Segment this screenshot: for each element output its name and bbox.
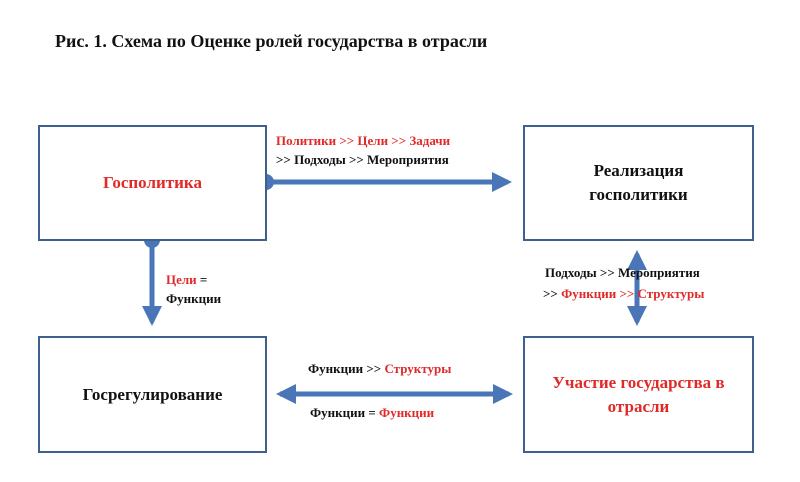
figure-title: Рис. 1. Схема по Оценке ролей государств…	[55, 31, 488, 51]
label-bottom-line1: Функции >> Структуры	[308, 359, 451, 378]
label-right-prefix: >>	[543, 286, 562, 301]
label-bottom-line2: Функции = Функции	[310, 403, 434, 422]
label-left-eq: =	[196, 272, 208, 287]
label-right-line1: Подходы >> Мероприятия	[545, 265, 700, 280]
label-top-line2: >> Подходы >> Мероприятия	[276, 152, 449, 167]
label-top-line1: Политики >> Цели >> Задачи	[276, 133, 451, 148]
box-realizatsiya: Реализация госполитики	[523, 125, 754, 241]
label-bottom2-black: Функции =	[310, 405, 380, 420]
box-gospolitika: Госполитика	[38, 125, 267, 241]
label-left-line2: Функции	[166, 291, 222, 306]
label-bottom1-red: Структуры	[384, 361, 452, 376]
box-uchastie: Участие государства в отрасли	[523, 336, 754, 453]
label-right-line2: >> Функции >> Структуры	[543, 284, 704, 303]
label-left-line1: Цели =	[166, 270, 207, 289]
label-right-red: Функции >> Структуры	[561, 286, 705, 301]
label-bottom1-black: Функции >>	[308, 361, 385, 376]
label-bottom2-red: Функции	[379, 405, 435, 420]
label-left-red: Цели	[166, 272, 197, 287]
box-gosregulirovanie: Госрегулирование	[38, 336, 267, 453]
